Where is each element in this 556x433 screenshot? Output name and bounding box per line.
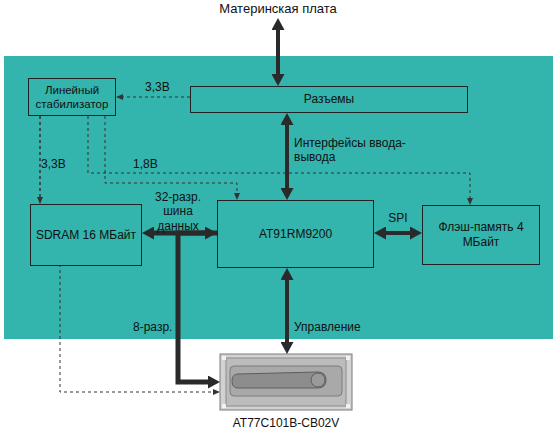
external-board-label: Материнская плата [168,0,388,18]
sensor-chip: AT77C101B-CB02V [220,354,352,410]
chip-window [230,366,342,396]
connector-label: Управление [294,320,384,334]
bus-arrow [178,233,217,382]
chip-plate [220,354,352,410]
bus-arrow [285,280,289,342]
node-text: AT91RM9200 [259,227,332,242]
connector-label: 3,3В [41,157,81,171]
part-label: AT77C101B-CB02V [200,416,372,431]
connector-label: 1,8В [133,157,173,171]
sensor-strip [232,372,326,388]
connector-label: 8-разр. [133,320,183,334]
power-line [105,116,237,193]
bus-arrow [285,125,289,188]
chip-illustration [220,354,352,410]
chip-recess [226,358,346,406]
connector-label: 32-разр. шина данных [150,190,206,233]
bus-arrow [386,231,410,235]
node-text: Материнская плата [219,1,337,17]
connector-label: SPI [378,211,418,225]
power-line [88,116,470,198]
connector-label: 3,3В [145,80,185,94]
flash-box: Флэш-память 4 МБайт [422,205,540,265]
regulator-box: Линейный стабилизатор [28,78,116,116]
chip-notch [346,404,350,408]
board-area [4,56,553,339]
chip-notch [222,356,226,360]
node-text: Флэш-память 4 МБайт [423,220,539,250]
connector-label: Интерфейсы ввода-вывода [294,136,412,165]
connector-box: Разъемы [190,86,468,113]
sensor-end [311,373,325,387]
chip-notch [222,404,226,408]
node-text: Разъемы [304,92,354,107]
node-text: Линейный стабилизатор [29,83,115,112]
bus-arrow [276,30,280,74]
power-line [123,97,190,98]
chip-notch [346,356,350,360]
memory-box: SDRAM 16 МБайт [30,204,142,266]
processor-box: AT91RM9200 [217,200,374,268]
node-text: SDRAM 16 МБайт [36,228,136,243]
